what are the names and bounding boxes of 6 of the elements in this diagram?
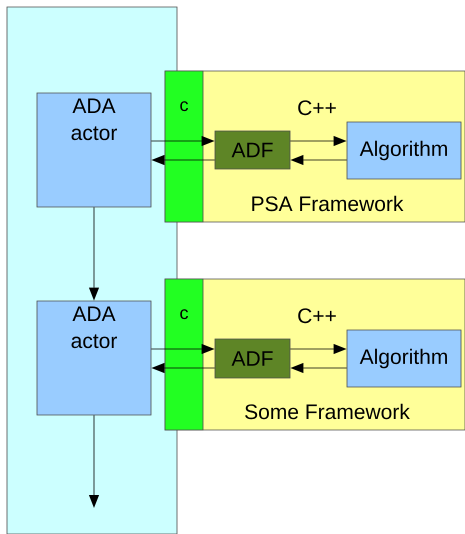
algorithm-box: Algorithm	[346, 330, 462, 388]
actor-box: ADA actor	[36, 300, 152, 416]
algorithm-box: Algorithm	[346, 122, 462, 180]
actor-box: ADA actor	[36, 92, 152, 208]
adf-box: ADF	[214, 338, 290, 378]
adf-box: ADF	[214, 130, 290, 170]
